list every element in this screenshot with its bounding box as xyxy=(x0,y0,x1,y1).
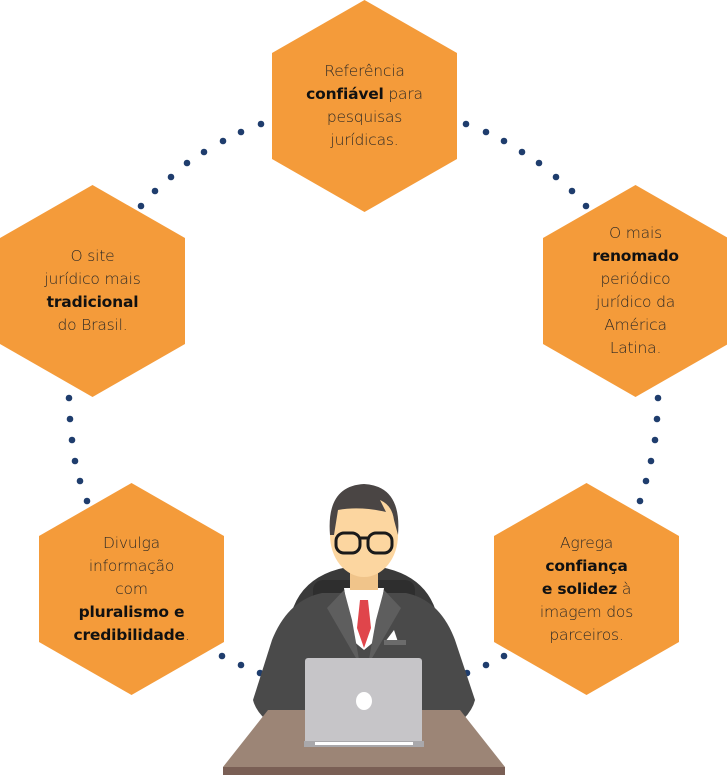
connector-dot xyxy=(535,159,543,167)
connector-dot xyxy=(582,202,590,210)
connector-dot xyxy=(500,137,508,145)
desk-edge xyxy=(223,767,505,775)
connector-dot xyxy=(237,128,245,136)
laptop-logo xyxy=(356,692,372,710)
hex-text: América xyxy=(604,316,667,334)
connector-dot xyxy=(647,457,655,465)
connector-dot xyxy=(568,187,576,195)
connector-dot xyxy=(257,120,265,128)
hex-text-bold: pluralismo e xyxy=(78,602,185,621)
hex-text-bold: e solidez xyxy=(541,579,618,598)
connector-dot xyxy=(219,137,227,145)
connector-dot xyxy=(482,128,490,136)
hex-text-bold: credibilidade xyxy=(73,625,185,644)
hex-text: Agrega xyxy=(559,533,614,552)
hex-text: com xyxy=(115,579,148,598)
connector-dot xyxy=(654,394,662,402)
connector-dot xyxy=(200,148,208,156)
hair xyxy=(329,484,399,535)
hex-text-bold: renomado xyxy=(592,247,679,265)
hex-text: imagem dos xyxy=(539,602,634,621)
tie xyxy=(357,600,371,648)
hex-text: à xyxy=(617,579,632,598)
dotted-connector xyxy=(65,120,662,677)
pocket-square xyxy=(385,630,398,642)
hex-text: jurídico mais xyxy=(44,270,141,288)
connector-dot xyxy=(167,173,175,181)
connector-dot xyxy=(552,173,560,181)
connector-dot xyxy=(500,652,508,660)
connector-dot xyxy=(68,436,76,444)
face xyxy=(330,493,398,577)
connector-dot xyxy=(482,661,490,669)
connector-dot xyxy=(151,187,159,195)
hex-text: informação xyxy=(88,556,175,575)
lapel-left xyxy=(327,590,360,665)
hex-text: pesquisas xyxy=(326,108,403,126)
hex-text: Divulga xyxy=(103,533,160,552)
connector-dot xyxy=(651,436,659,444)
connector-dot xyxy=(66,415,74,423)
connector-dot xyxy=(71,457,79,465)
hex-text: do Brasil. xyxy=(57,316,128,334)
connector-dot xyxy=(653,415,661,423)
connector-dot xyxy=(183,159,191,167)
connector-dot xyxy=(83,497,91,505)
hex-text-bold: confiança xyxy=(545,556,628,575)
businessman-illustration xyxy=(223,484,505,775)
hex-text: O mais xyxy=(609,224,662,242)
connector-dot xyxy=(65,394,73,402)
hex-text: . xyxy=(184,625,190,644)
connector-dot xyxy=(76,477,84,485)
hex-text: jurídicas. xyxy=(330,131,399,149)
hex-text-bold: tradicional xyxy=(46,293,139,311)
hex-text: O site xyxy=(70,247,115,265)
hex-text: Referência xyxy=(324,62,405,80)
connector-dot xyxy=(218,652,226,660)
hex-text: Latina. xyxy=(609,339,662,357)
hex-text-bold: confiável xyxy=(306,85,384,103)
connector-dot xyxy=(642,477,650,485)
lapel-right xyxy=(368,590,401,665)
connector-dot xyxy=(137,202,145,210)
hex-text: periódico xyxy=(600,270,671,288)
connector-dot xyxy=(462,120,470,128)
hex-text: para xyxy=(383,85,423,103)
hex-text: parceiros. xyxy=(549,625,624,644)
glasses xyxy=(334,531,394,555)
connector-dot xyxy=(518,148,526,156)
connector-dot xyxy=(636,497,644,505)
hex-text: jurídico da xyxy=(595,293,676,311)
connector-dot xyxy=(237,661,245,669)
hexagon-reference: Referência confiável para pesquisas jurí… xyxy=(272,0,457,212)
